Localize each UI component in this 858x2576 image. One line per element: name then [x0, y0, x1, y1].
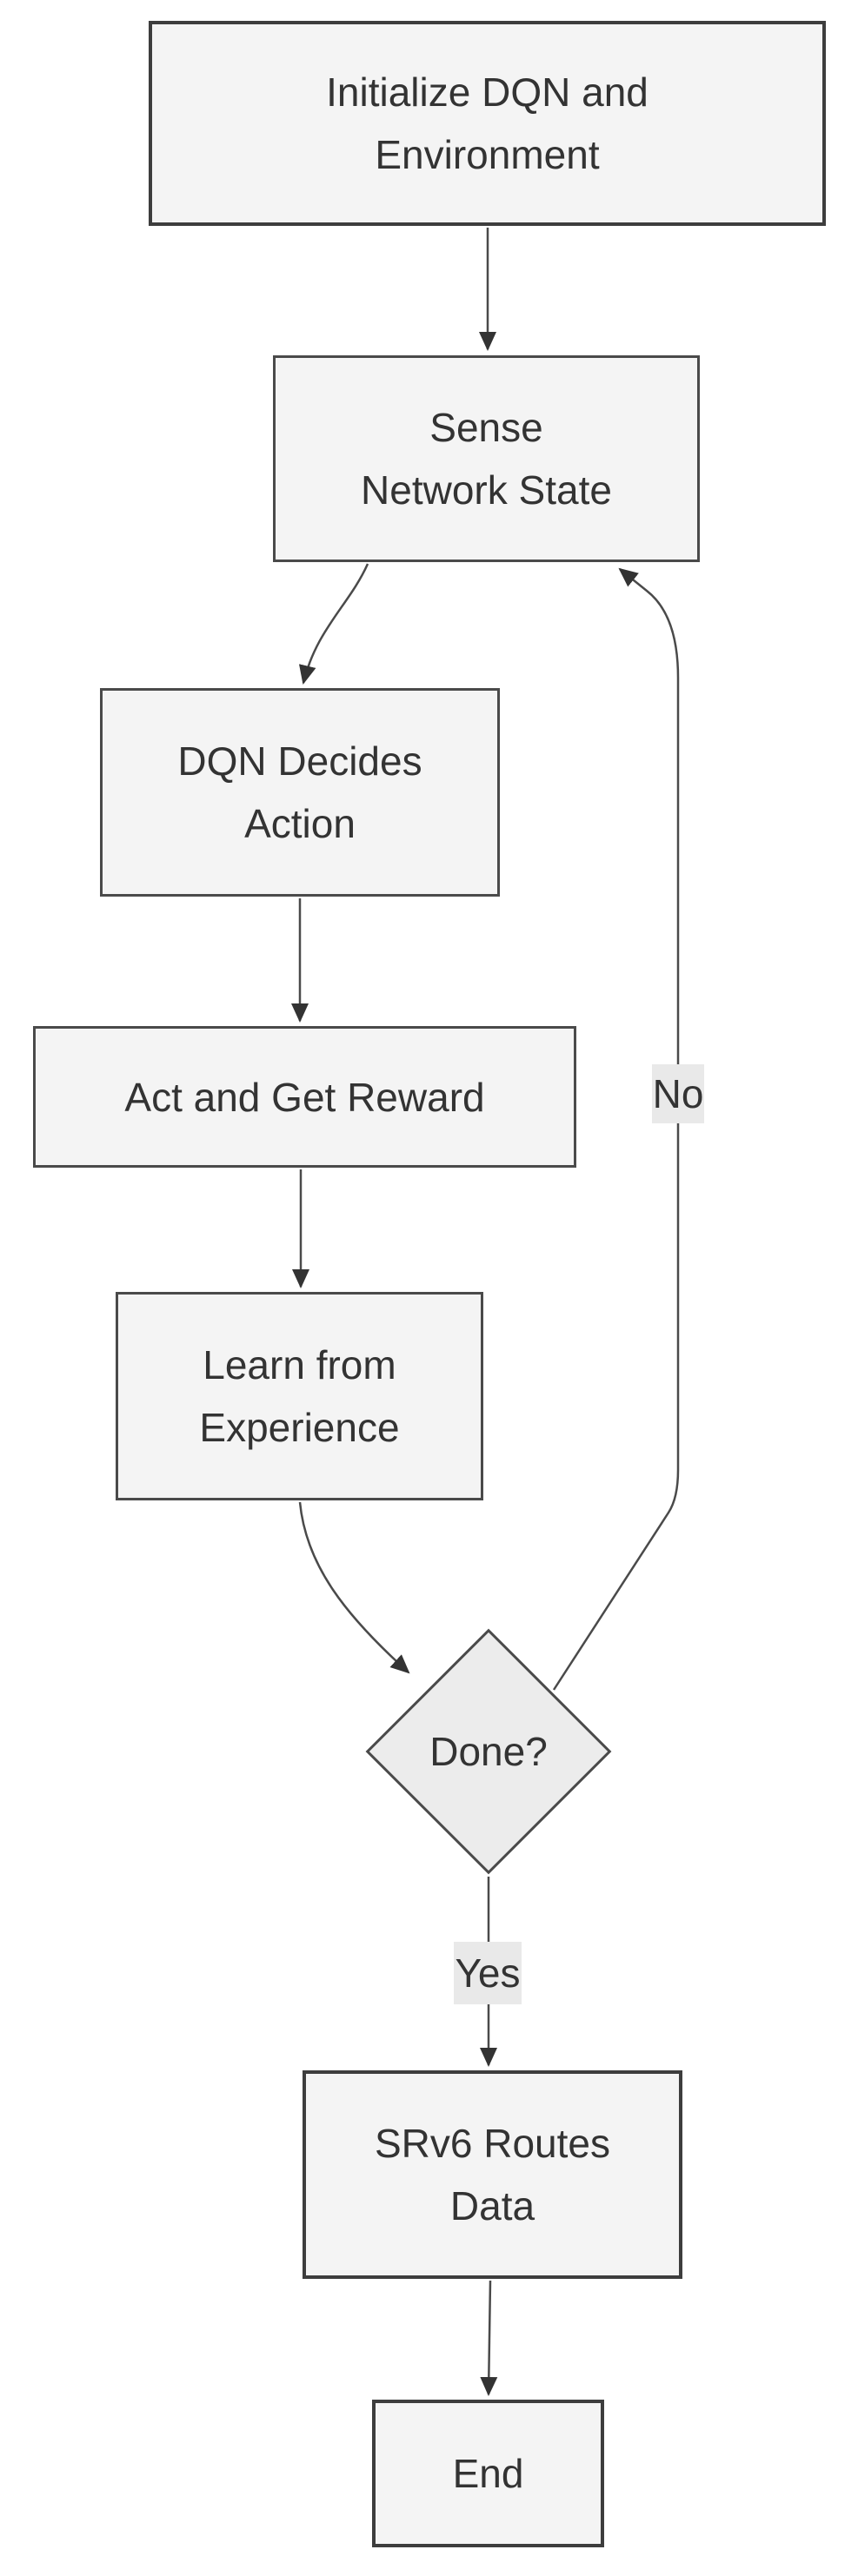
node-done-decision-label: Done?: [402, 1665, 575, 1838]
node-initialize-dqn-and-environment: Initialize DQN and Environment: [149, 21, 826, 226]
label-line: Act and Get Reward: [124, 1074, 485, 1120]
node-sense-network-state: Sense Network State: [273, 355, 700, 562]
label-line: Environment: [375, 132, 600, 177]
edge-learn-to-done: [298, 1501, 410, 1674]
edge-label-yes: Yes: [454, 1942, 522, 2004]
label-line: Experience: [199, 1405, 400, 1450]
node-act-and-get-reward: Act and Get Reward: [33, 1026, 576, 1168]
node-end: End: [372, 2400, 604, 2547]
label-line: Data: [449, 2183, 535, 2228]
node-dqn-decides-action: DQN Decides Action: [100, 688, 500, 897]
label-line: Action: [244, 801, 356, 846]
label-line: DQN Decides: [177, 738, 422, 784]
label-line: Sense: [429, 405, 543, 450]
node-srv6-routes-data: SRv6 Routes Data: [303, 2070, 682, 2279]
label-line: Initialize DQN and: [326, 70, 648, 115]
node-label: Initialize DQN and Environment: [326, 61, 648, 186]
node-label: Act and Get Reward: [124, 1066, 484, 1129]
node-label: DQN Decides Action: [177, 730, 422, 855]
label-line: Network State: [361, 467, 612, 513]
edge-srv6-to-end: [480, 2280, 498, 2396]
node-label: Sense Network State: [361, 396, 612, 521]
edge-label-no: No: [652, 1064, 704, 1123]
edge-done-to-sense-no: [552, 567, 680, 1691]
label-line: SRv6 Routes: [374, 2121, 610, 2166]
label-line: End: [452, 2451, 524, 2496]
label-line: Done?: [429, 1729, 548, 1774]
edge-label-text: Yes: [455, 1950, 521, 1996]
node-learn-from-experience: Learn from Experience: [116, 1292, 483, 1500]
node-label: SRv6 Routes Data: [375, 2112, 610, 2237]
node-label: End: [453, 2442, 524, 2505]
edge-label-text: No: [652, 1071, 704, 1116]
edge-sense-to-decide: [298, 563, 369, 685]
node-label: Learn from Experience: [199, 1334, 399, 1459]
label-line: Learn from: [203, 1342, 396, 1387]
